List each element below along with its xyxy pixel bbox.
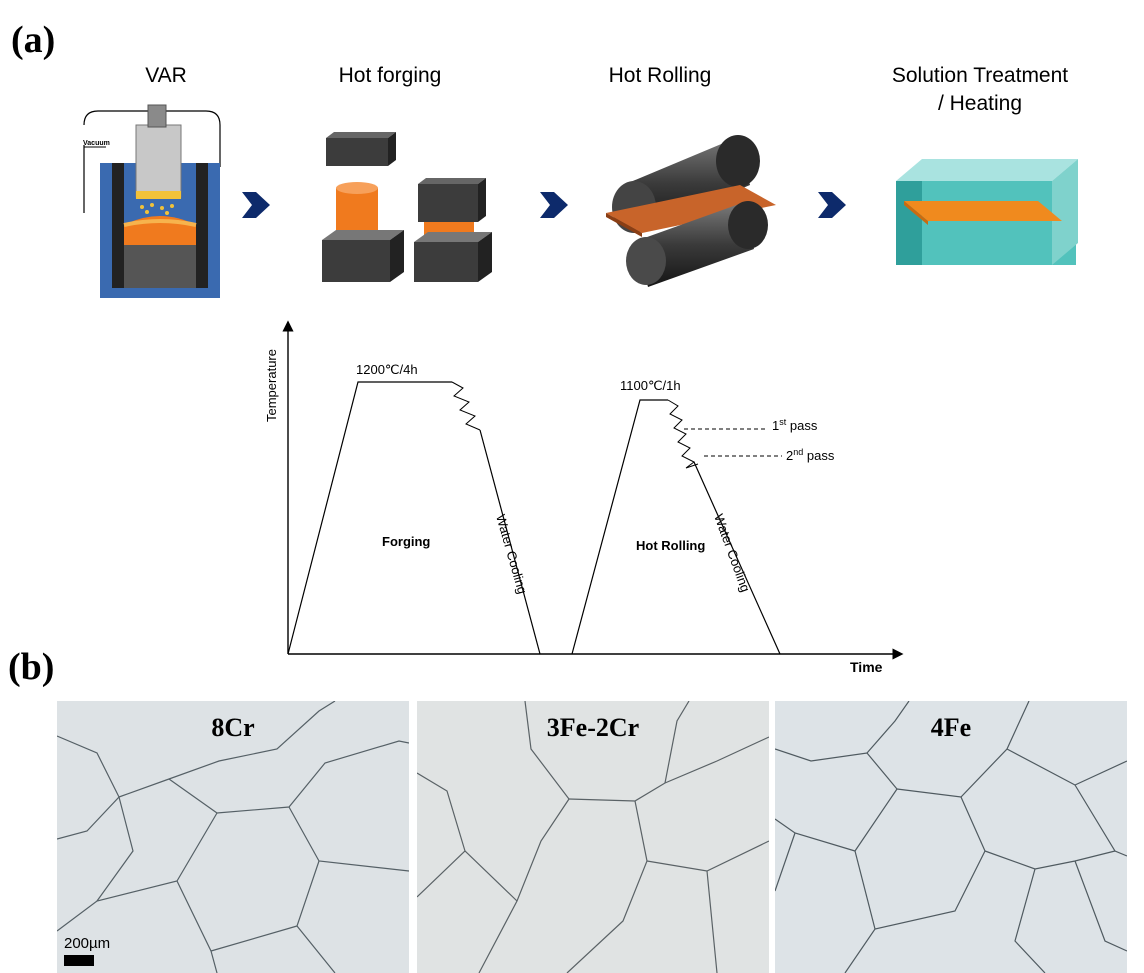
forging-hold-label: 1200℃/4h (356, 362, 418, 377)
forging-zigzag (451, 381, 481, 431)
hot-forging-illustration (322, 132, 492, 282)
forging-heating-line (287, 381, 452, 655)
scale-bar (64, 955, 94, 966)
arrow-icon (242, 192, 270, 218)
vacuum-label: Vacuum (83, 140, 110, 147)
arrow-icon (818, 192, 846, 218)
temperature-time-diagram: Temperature Time 1200℃/4h Forging Water … (264, 320, 904, 675)
rolling-zigzag (667, 399, 699, 469)
rolling-heating-line (571, 399, 668, 655)
micrograph-label-3fe-2cr: 3Fe-2Cr (546, 713, 640, 742)
first-pass-label: 1st pass (772, 417, 818, 433)
panel-b-label: (b) (8, 646, 55, 688)
grain-boundaries (417, 701, 769, 973)
rolling-hold-label: 1100℃/1h (620, 378, 681, 393)
rolling-cooling-label: Water Cooling (711, 512, 753, 594)
scale-bar-label: 200µm (64, 935, 111, 952)
forging-label: Forging (382, 534, 430, 549)
second-pass-label: 2nd pass (786, 447, 835, 463)
var-furnace-illustration: Vacuum (83, 104, 221, 298)
grain-boundaries (57, 701, 409, 973)
micrograph-3fe-2cr: 3Fe-2Cr (417, 701, 769, 973)
y-axis-label: Temperature (264, 349, 279, 422)
step-title-hot-rolling: Hot Rolling (608, 64, 712, 87)
forging-cooling-line (479, 429, 541, 655)
forging-cooling-label: Water Cooling (493, 513, 530, 596)
micrograph-label-8cr: 8Cr (211, 713, 255, 742)
hot-rolling-illustration (606, 135, 776, 287)
step-title-hot-forging: Hot forging (338, 64, 442, 87)
grain-boundaries (775, 701, 1127, 973)
x-axis-label: Time (850, 659, 883, 675)
rolling-label: Hot Rolling (636, 538, 705, 553)
arrow-icon (540, 192, 568, 218)
micrograph-8cr: 8Cr 200µm (57, 701, 409, 973)
panel-a-label: (a) (11, 19, 56, 61)
furnace-illustration (896, 159, 1078, 265)
rolling-cooling-line (693, 461, 781, 655)
micrograph-label-4fe: 4Fe (930, 713, 972, 742)
step-title-var: VAR (145, 64, 187, 87)
micrograph-4fe: 4Fe (775, 701, 1127, 973)
step-title-solution-treatment: Solution Treatment / Heating (891, 64, 1069, 115)
